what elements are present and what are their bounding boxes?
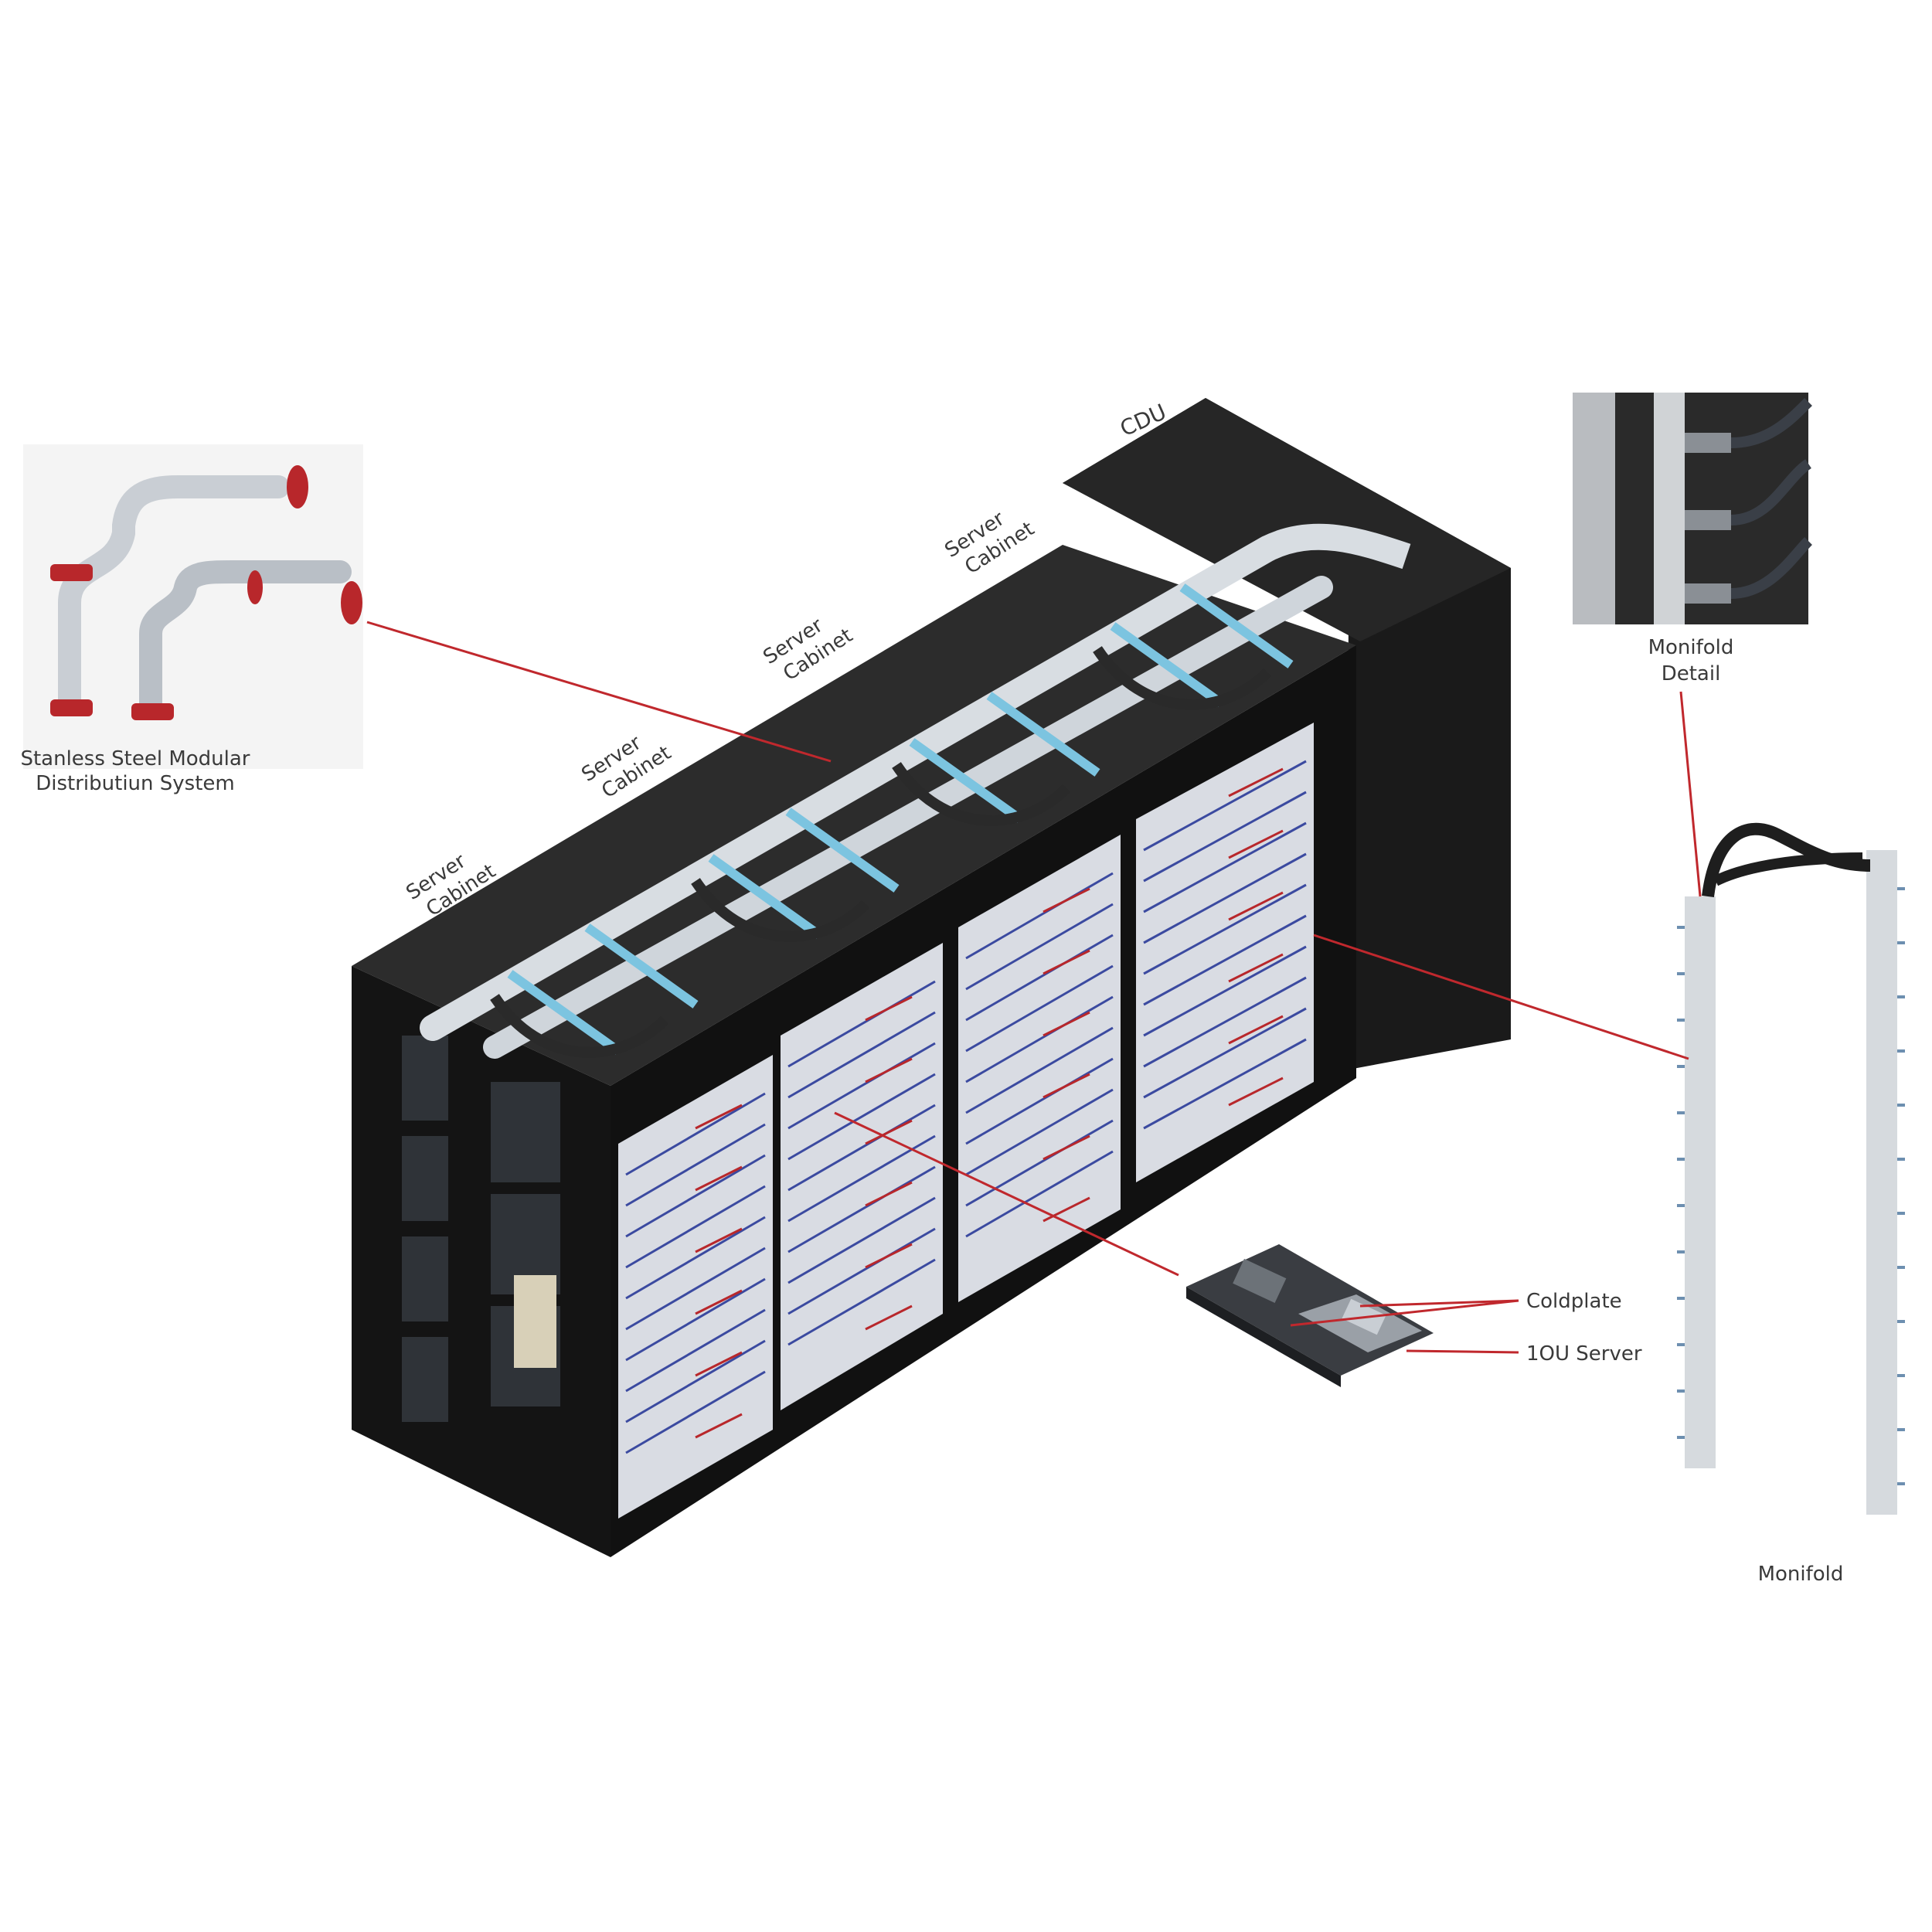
leader-manifold-detail bbox=[1679, 691, 1702, 897]
leader-1ou-server bbox=[1406, 1349, 1519, 1354]
cabinet-row-top bbox=[352, 545, 1356, 1086]
distribution-label-line2: Distributiun System bbox=[36, 772, 234, 795]
coldplate-label: Coldplate bbox=[1526, 1290, 1622, 1313]
server-1ou-model bbox=[1186, 1244, 1434, 1387]
server-bay-4 bbox=[1136, 723, 1314, 1182]
server-1ou-label: 1OU Server bbox=[1526, 1342, 1642, 1366]
leader-lines bbox=[366, 621, 1702, 1354]
distribution-label-line1: Stanless Steel Modular bbox=[20, 747, 250, 770]
leader-distribution bbox=[366, 621, 832, 763]
server-bay-3 bbox=[958, 835, 1121, 1302]
leader-server bbox=[834, 1111, 1179, 1277]
side-equipment bbox=[402, 1036, 560, 1422]
leader-coldplate-2 bbox=[1290, 1299, 1519, 1327]
manifold-detail-label-line2: Detail bbox=[1662, 662, 1721, 685]
leader-manifold bbox=[1313, 934, 1689, 1060]
manifold-detail-photo: Monifold Detail bbox=[1573, 393, 1813, 685]
leader-coldplate-1 bbox=[1359, 1299, 1519, 1308]
manifold-label: Monifold bbox=[1758, 1563, 1844, 1586]
manifold-detail-label-line1: Monifold bbox=[1648, 636, 1734, 659]
top-piping bbox=[420, 523, 1411, 1059]
server-bay-1 bbox=[618, 1055, 773, 1519]
server-bay-2 bbox=[781, 943, 943, 1410]
cabinet-row bbox=[352, 398, 1511, 1557]
distribution-system-photo: Stanless Steel Modular Distributiun Syst… bbox=[20, 444, 363, 795]
manifold-rails: Monifold bbox=[1677, 822, 1905, 1586]
cdu-top bbox=[1063, 398, 1511, 641]
